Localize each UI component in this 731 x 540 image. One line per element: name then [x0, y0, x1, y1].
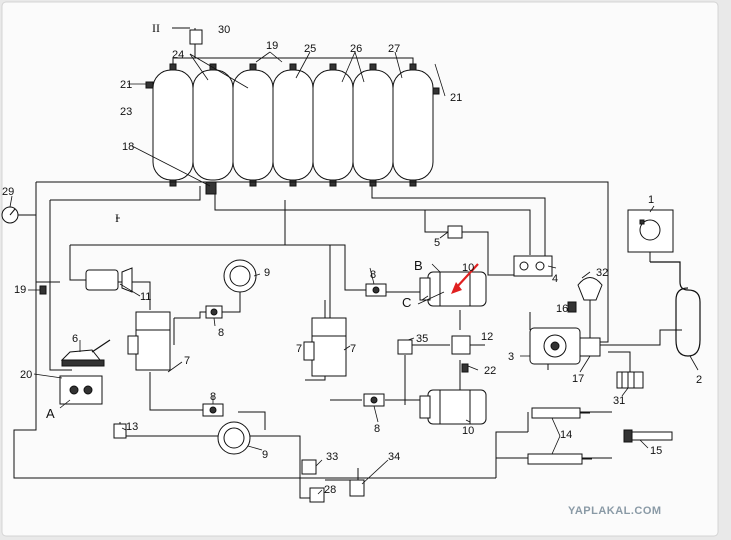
- valve-19-left: [39, 285, 47, 295]
- label-20: 20: [20, 369, 32, 381]
- valve-18: [205, 181, 217, 195]
- label-32: 32: [596, 267, 608, 279]
- label-c: C: [402, 295, 411, 310]
- label-8-bottom-right: 8: [374, 423, 380, 435]
- valve-30: [189, 29, 203, 45]
- label-21-left: 21: [120, 79, 132, 91]
- label-4: 4: [552, 273, 558, 285]
- valve-11: [85, 267, 133, 293]
- valve-34: [349, 479, 365, 497]
- tank-top-line: [172, 57, 414, 64]
- label-7-right: 7: [350, 343, 356, 355]
- label-31: 31: [613, 395, 625, 407]
- label-18: 18: [122, 141, 134, 153]
- label-17: 17: [572, 373, 584, 385]
- label-15: 15: [650, 445, 662, 457]
- protective-valve-31: [616, 371, 644, 389]
- label-8-mid: 8: [218, 327, 224, 339]
- brake-chamber-9-top: [223, 259, 257, 293]
- label-26: 26: [350, 43, 362, 55]
- valve-22: [461, 363, 469, 373]
- valve-8-top: [365, 283, 387, 297]
- cylinder-14-top: [531, 407, 590, 419]
- label-11: 11: [140, 291, 151, 303]
- label-35: 35: [416, 333, 428, 345]
- label-6: 6: [72, 333, 78, 345]
- watermark: YAPLAKAL.COM: [568, 505, 662, 517]
- label-8-top: 8: [370, 269, 376, 281]
- label-circuit-i: I: [115, 211, 119, 225]
- valve-33: [301, 459, 317, 475]
- valve-8-bottom-right: [363, 393, 385, 407]
- valve-35: [397, 339, 413, 355]
- label-9-top: 9: [264, 267, 270, 279]
- receiver-24a: [192, 69, 234, 181]
- label-13: 13: [126, 421, 138, 433]
- compressor-1: [627, 209, 674, 262]
- label-33: 33: [326, 451, 338, 463]
- air-receivers: [145, 63, 440, 187]
- receiver-24b: [232, 69, 274, 181]
- valve-12: [451, 335, 471, 355]
- receiver-26a: [312, 69, 354, 181]
- label-10-bottom: 10: [462, 425, 474, 437]
- label-10-top: 10: [462, 262, 474, 274]
- valve-15: [623, 429, 673, 443]
- pressure-gauge-29: [1, 206, 19, 224]
- cylinder-14-bottom: [527, 453, 592, 465]
- red-pointer-arrow: [451, 263, 479, 294]
- pedal-6: [60, 339, 111, 367]
- label-b: B: [414, 258, 423, 273]
- label-23: 23: [120, 106, 132, 118]
- label-19-top: 19: [266, 40, 278, 52]
- label-22: 22: [484, 365, 496, 377]
- brake-valve-7-right: [303, 317, 347, 377]
- label-27: 27: [388, 43, 400, 55]
- label-3: 3: [508, 351, 514, 363]
- label-7-left: 7: [184, 355, 190, 367]
- valve-8-mid-left: [205, 305, 223, 319]
- label-25: 25: [304, 43, 316, 55]
- water-separator-32: [577, 277, 603, 301]
- label-2: 2: [696, 374, 702, 386]
- label-12: 12: [481, 331, 493, 343]
- valve-block-4: [513, 255, 553, 277]
- label-19-left: 19: [14, 284, 26, 296]
- coil-pipe-2: [650, 261, 701, 357]
- receiver-23: [152, 69, 194, 181]
- label-14: 14: [560, 429, 572, 441]
- label-9-bottom: 9: [262, 449, 268, 461]
- label-29: 29: [2, 186, 14, 198]
- reference-labels: 1 2 3 4 5 6 7 7 7 8 8 8 8 9 9 10 10 11 1…: [2, 21, 702, 496]
- label-circuit-ii: II: [152, 21, 160, 35]
- label-21-right: 21: [450, 92, 462, 104]
- valve-16: [567, 301, 577, 313]
- receiver-25: [272, 69, 314, 181]
- label-a: A: [46, 406, 55, 421]
- receiver-27: [392, 69, 434, 181]
- pressure-regulator-3: [529, 327, 601, 365]
- pipelines: [10, 181, 682, 499]
- brake-valve-20-a: [59, 375, 103, 405]
- label-16: 16: [556, 303, 568, 315]
- valve-13: [113, 423, 127, 439]
- spring-brake-chamber-10-top: [419, 271, 487, 307]
- label-1: 1: [648, 194, 654, 206]
- label-5: 5: [434, 237, 440, 249]
- receiver-26b: [352, 69, 394, 181]
- label-24: 24: [172, 49, 184, 61]
- label-34: 34: [388, 451, 400, 463]
- label-28: 28: [324, 484, 336, 496]
- spring-brake-chamber-10-bottom: [419, 389, 487, 425]
- tank-valves: [145, 63, 440, 187]
- label-8-bottom-left: 8: [210, 391, 216, 403]
- leader-lines: [9, 51, 699, 495]
- brake-valve-7-left: [127, 311, 171, 371]
- brake-chamber-9-bottom: [217, 421, 251, 455]
- valve-8-bottom-left: [202, 403, 224, 417]
- label-7-mid: 7: [296, 343, 302, 355]
- label-30: 30: [218, 24, 230, 36]
- valve-5: [447, 225, 463, 239]
